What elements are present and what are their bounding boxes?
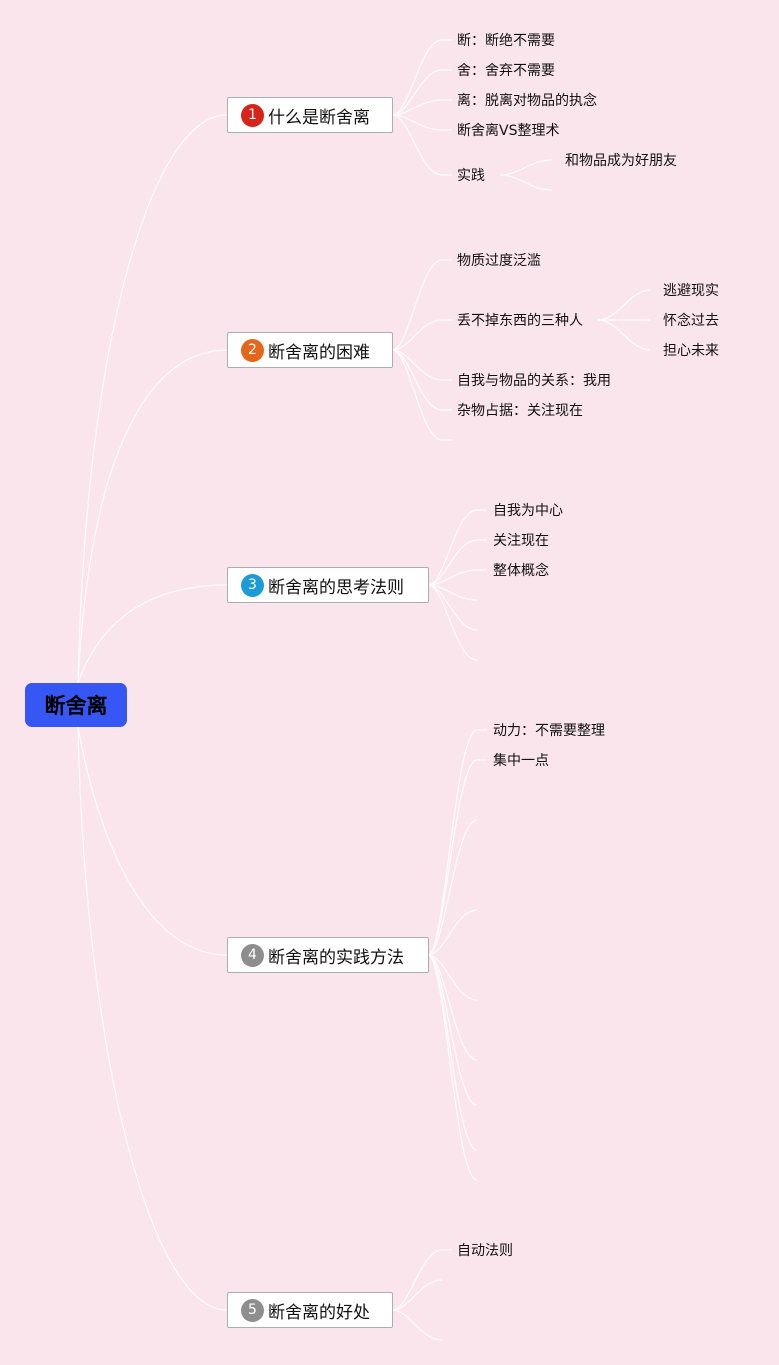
leaf-node[interactable]: 关注现在 xyxy=(493,533,549,549)
topic-what-is[interactable]: 1 什么是断舍离 xyxy=(227,97,393,133)
topic-benefits[interactable]: 5 断舍离的好处 xyxy=(227,1292,393,1328)
leaf-node[interactable]: 舍：舍弃不需要 xyxy=(457,63,555,79)
leaf-node[interactable]: 自我与物品的关系：我用 xyxy=(457,373,611,389)
leaf-node[interactable]: 自动法则 xyxy=(457,1243,513,1259)
topic-label: 断舍离的困难 xyxy=(268,342,370,363)
leaf-node[interactable]: 整体概念 xyxy=(493,563,549,579)
topic-label: 断舍离的思考法则 xyxy=(268,577,404,598)
leaf-node[interactable]: 物质过度泛滥 xyxy=(457,253,541,269)
number-badge-icon: 2 xyxy=(241,338,264,362)
number-badge-icon: 1 xyxy=(241,103,264,127)
leaf-node[interactable]: 动力：不需要整理 xyxy=(493,723,605,739)
topic-practice-methods[interactable]: 4 断舍离的实践方法 xyxy=(227,937,429,973)
topic-label: 断舍离的实践方法 xyxy=(268,947,404,968)
leaf-node[interactable]: 杂物占据：关注现在 xyxy=(457,403,583,419)
root-label: 断舍离 xyxy=(44,694,108,718)
leaf-node[interactable]: 自我为中心 xyxy=(493,503,563,519)
leaf-node[interactable]: 断：断绝不需要 xyxy=(457,33,555,49)
number-badge-icon: 3 xyxy=(241,573,264,597)
leaf-node[interactable]: 实践 xyxy=(457,168,485,184)
number-badge-icon: 5 xyxy=(241,1298,264,1322)
leaf-node[interactable]: 断舍离VS整理术 xyxy=(457,123,560,139)
leaf-node[interactable]: 丢不掉东西的三种人 xyxy=(457,313,583,329)
leaf-node[interactable]: 离：脱离对物品的执念 xyxy=(457,93,597,109)
leaf-node[interactable]: 怀念过去 xyxy=(663,313,719,329)
number-badge-icon: 4 xyxy=(241,943,264,967)
leaf-node[interactable]: 和物品成为好朋友 xyxy=(565,153,677,169)
topic-difficulties[interactable]: 2 断舍离的困难 xyxy=(227,332,393,368)
topic-thinking-rules[interactable]: 3 断舍离的思考法则 xyxy=(227,567,429,603)
topic-label: 断舍离的好处 xyxy=(268,1302,370,1323)
leaf-node[interactable]: 逃避现实 xyxy=(663,283,719,299)
topic-label: 什么是断舍离 xyxy=(268,107,370,128)
root-node[interactable]: 断舍离 xyxy=(25,683,127,727)
leaf-node[interactable]: 担心未来 xyxy=(663,343,719,359)
leaf-node[interactable]: 集中一点 xyxy=(493,753,549,769)
